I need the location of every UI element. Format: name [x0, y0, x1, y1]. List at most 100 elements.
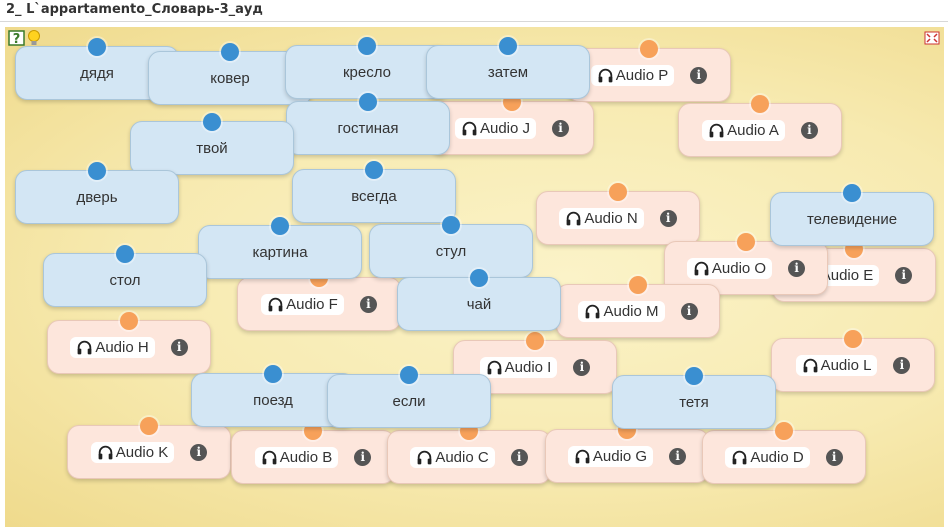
info-icon[interactable]: i	[669, 447, 687, 465]
audio-play-button[interactable]: Audio N	[559, 207, 644, 229]
audio-play-button[interactable]: Audio M	[578, 300, 665, 322]
audio-play-button[interactable]: Audio L	[795, 354, 878, 376]
word-card[interactable]: твой	[130, 113, 294, 175]
word-card[interactable]: стол	[43, 245, 207, 307]
word-drag-handle[interactable]	[271, 217, 289, 235]
audio-play-button[interactable]: Audio A	[702, 119, 785, 141]
page-title: 2_ L`appartamento_Словарь-3_ауд	[6, 2, 263, 17]
fullscreen-icon[interactable]	[924, 29, 942, 47]
word-card[interactable]: стул	[369, 216, 533, 278]
audio-card-h[interactable]: Audio H i	[47, 312, 211, 374]
word-drag-handle[interactable]	[470, 269, 488, 287]
info-icon[interactable]: i	[573, 358, 591, 376]
info-icon[interactable]: i	[170, 338, 188, 356]
word-label: гостиная	[337, 119, 399, 137]
word-card[interactable]: всегда	[292, 161, 456, 223]
info-icon[interactable]: i	[354, 448, 372, 466]
audio-card-k[interactable]: Audio K i	[67, 417, 231, 479]
word-card[interactable]: картина	[198, 217, 362, 279]
word-drag-handle[interactable]	[88, 162, 106, 180]
audio-card-g[interactable]: Audio G i	[545, 421, 709, 483]
info-icon[interactable]: i	[510, 448, 528, 466]
audio-card-l[interactable]: Audio L i	[771, 330, 935, 392]
audio-card-c[interactable]: Audio C i	[387, 422, 551, 484]
audio-card-f[interactable]: Audio F i	[237, 269, 401, 331]
lightbulb-icon[interactable]	[25, 29, 43, 47]
word-card[interactable]: если	[327, 366, 491, 428]
audio-card-n[interactable]: Audio N i	[536, 183, 700, 245]
info-icon[interactable]: i	[552, 119, 570, 137]
word-drag-handle[interactable]	[442, 216, 460, 234]
audio-drag-handle[interactable]	[640, 40, 658, 58]
audio-drag-handle[interactable]	[526, 332, 544, 350]
word-card[interactable]: тетя	[612, 367, 776, 429]
info-icon[interactable]: i	[825, 448, 843, 466]
word-label: затем	[487, 63, 529, 81]
word-drag-handle[interactable]	[499, 37, 517, 55]
audio-card-p[interactable]: Audio P i	[567, 40, 731, 102]
word-drag-handle[interactable]	[264, 365, 282, 383]
word-drag-handle[interactable]	[358, 37, 376, 55]
headphones-icon	[732, 450, 747, 464]
word-card[interactable]: ковер	[148, 43, 312, 105]
word-card[interactable]: телевидение	[770, 184, 934, 246]
audio-play-button[interactable]: Audio F	[261, 293, 344, 315]
audio-play-button[interactable]: Audio J	[454, 117, 537, 139]
word-drag-handle[interactable]	[221, 43, 239, 61]
info-icon[interactable]: i	[359, 295, 377, 313]
audio-drag-handle[interactable]	[120, 312, 138, 330]
word-drag-handle[interactable]	[359, 93, 377, 111]
word-label: поезд	[253, 391, 293, 409]
audio-card-b[interactable]: Audio B i	[231, 422, 395, 484]
audio-label: Audio A	[727, 121, 779, 139]
audio-play-button[interactable]: Audio B	[254, 446, 339, 468]
info-icon[interactable]: i	[659, 209, 677, 227]
headphones-icon	[694, 261, 709, 275]
audio-card-d[interactable]: Audio D i	[702, 422, 866, 484]
audio-label: Audio G	[592, 447, 648, 465]
word-drag-handle[interactable]	[116, 245, 134, 263]
audio-card-i[interactable]: Audio I i	[453, 332, 617, 394]
word-card[interactable]: кресло	[285, 37, 449, 99]
audio-card-j[interactable]: Audio J i	[430, 93, 594, 155]
word-card[interactable]: затем	[426, 37, 590, 99]
audio-play-button[interactable]: Audio C	[410, 446, 495, 468]
info-icon[interactable]: i	[680, 302, 698, 320]
audio-drag-handle[interactable]	[737, 233, 755, 251]
info-icon[interactable]: i	[788, 259, 806, 277]
word-drag-handle[interactable]	[400, 366, 418, 384]
word-drag-handle[interactable]	[203, 113, 221, 131]
info-icon[interactable]: i	[690, 66, 708, 84]
word-drag-handle[interactable]	[843, 184, 861, 202]
info-icon[interactable]: i	[800, 121, 818, 139]
word-label: кресло	[342, 63, 391, 81]
audio-drag-handle[interactable]	[629, 276, 647, 294]
audio-drag-handle[interactable]	[775, 422, 793, 440]
word-drag-handle[interactable]	[88, 38, 106, 56]
audio-drag-handle[interactable]	[609, 183, 627, 201]
audio-card-m[interactable]: Audio M i	[556, 276, 720, 338]
word-drag-handle[interactable]	[685, 367, 703, 385]
info-icon[interactable]: i	[895, 266, 913, 284]
audio-play-button[interactable]: Audio D	[725, 446, 810, 468]
word-card[interactable]: чай	[397, 269, 561, 331]
headphones-icon	[575, 449, 590, 463]
audio-label: Audio L	[820, 356, 872, 374]
audio-play-button[interactable]: Audio H	[70, 336, 155, 358]
info-icon[interactable]: i	[893, 356, 911, 374]
help-icon[interactable]: ?	[8, 29, 26, 47]
audio-drag-handle[interactable]	[844, 330, 862, 348]
audio-play-button[interactable]: Audio K	[90, 441, 175, 463]
audio-play-button[interactable]: Audio P	[590, 64, 675, 86]
audio-play-button[interactable]: Audio G	[567, 445, 654, 467]
audio-play-button[interactable]: Audio O	[686, 257, 773, 279]
audio-play-button[interactable]: Audio I	[479, 356, 558, 378]
audio-drag-handle[interactable]	[751, 95, 769, 113]
audio-card-a[interactable]: Audio A i	[678, 95, 842, 157]
audio-label: Audio E	[820, 266, 874, 284]
info-icon[interactable]: i	[190, 443, 208, 461]
audio-drag-handle[interactable]	[140, 417, 158, 435]
word-drag-handle[interactable]	[365, 161, 383, 179]
word-card[interactable]: гостиная	[286, 93, 450, 155]
word-card[interactable]: дверь	[15, 162, 179, 224]
